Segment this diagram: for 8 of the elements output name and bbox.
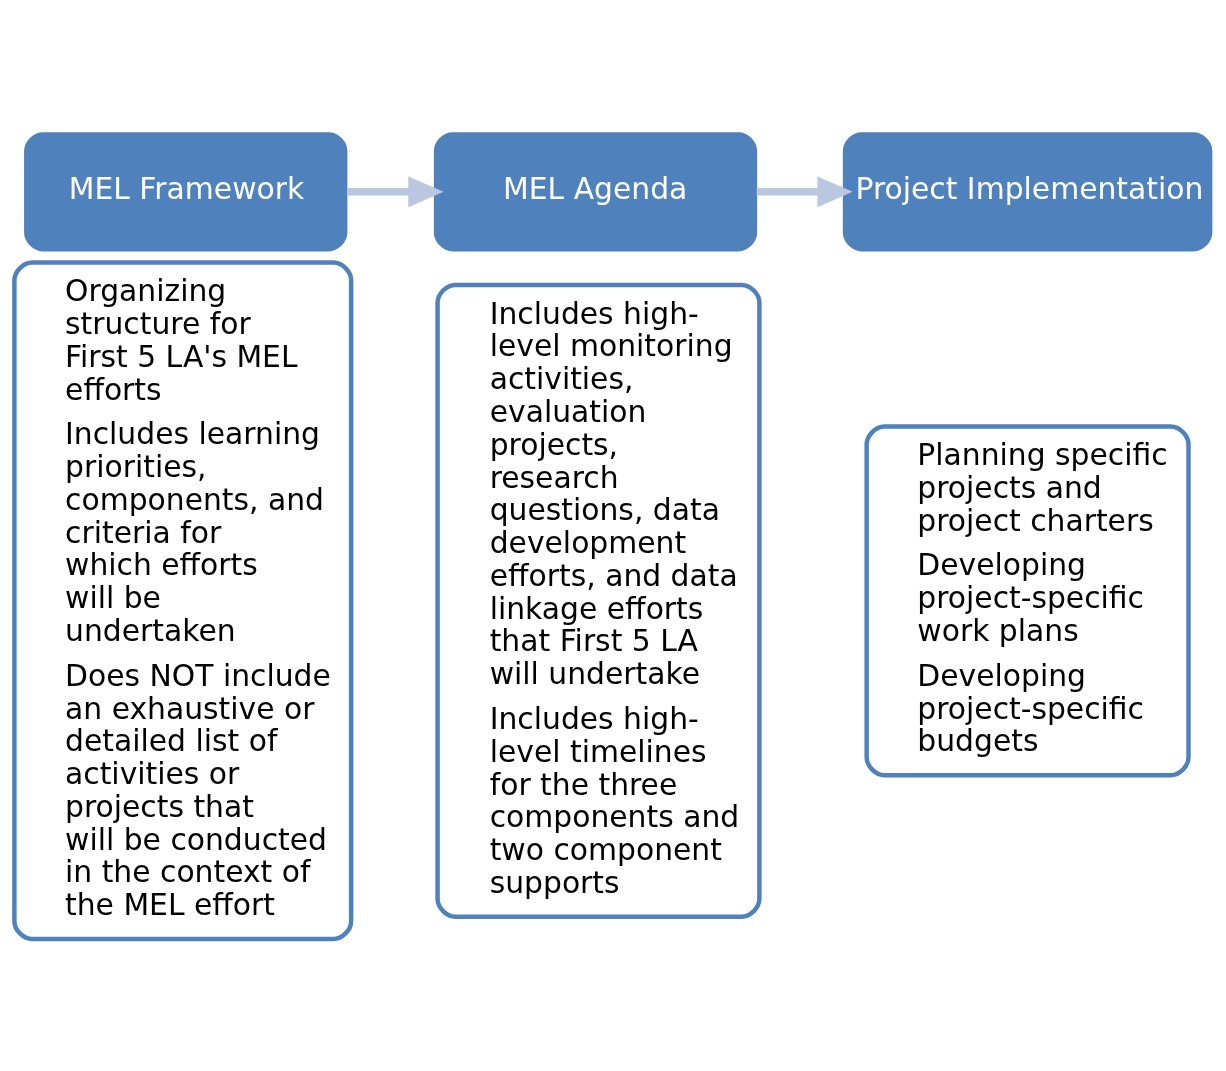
node-box: Includes high-level monitoring activities, evaluation projects, research questions, data development efforts, and data linkage efforts that First 5 LA will undertake Includes high-level timelines for the three components and two component supports (435, 282, 762, 919)
arrow (756, 175, 853, 207)
node-box: Planning specific projects and project charters Developing project-specific work plans Developing project-specific budgets (864, 423, 1191, 777)
node-box: Project Implementation (842, 131, 1213, 251)
node-box: MEL Agenda (433, 131, 758, 251)
node-box: MEL Framework (24, 131, 348, 251)
arrow (347, 175, 444, 207)
node-box: Organizing structure for First 5 LA's MEL efforts Includes learning priorities, components, and criteria for which efforts will be undertaken Does NOT include an exhaustive or detailed list of activities or projects that will be conducted in the context of the MEL effort (12, 259, 354, 941)
